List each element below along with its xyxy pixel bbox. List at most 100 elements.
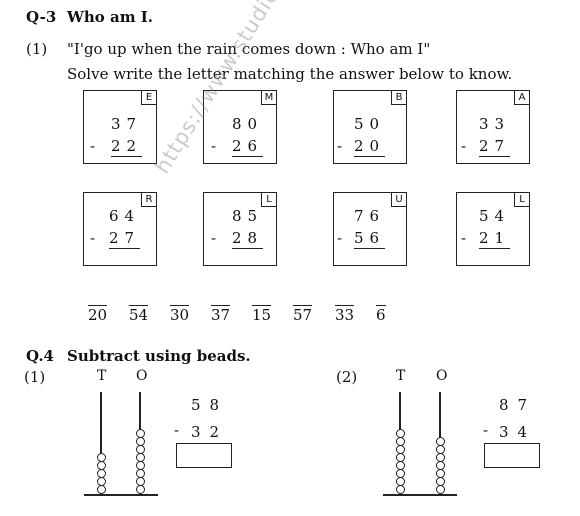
q4-number: Q.4	[26, 347, 54, 365]
card-minus: -	[211, 137, 217, 155]
card-letter: R	[141, 192, 157, 207]
q4-part-label: (2)	[336, 368, 358, 386]
q4-part-label: (1)	[24, 368, 46, 386]
bead	[395, 461, 405, 470]
card-minus: -	[337, 229, 343, 247]
answer-slot: 30	[170, 305, 190, 324]
card-letter: E	[141, 90, 157, 105]
answer-slot: 54	[129, 305, 149, 324]
card-letter: A	[514, 90, 530, 105]
card-top-number: 76	[354, 207, 386, 225]
card-bottom-number: 27	[479, 137, 511, 157]
card-top-number: 85	[232, 207, 264, 225]
card-top-number: 54	[479, 207, 511, 225]
bead	[435, 461, 445, 470]
q3-item-label: (1)	[26, 40, 48, 58]
card-letter: L	[514, 192, 530, 207]
bead	[395, 469, 405, 478]
q4-title: Subtract using beads.	[67, 347, 251, 365]
bead	[435, 445, 445, 454]
tens-label: T	[396, 368, 406, 384]
bead	[135, 453, 145, 462]
subtraction-card: U 76 - 56	[333, 192, 407, 266]
answer-slot: 57	[293, 305, 313, 324]
answer-box[interactable]	[484, 443, 540, 468]
abacus-base	[84, 494, 158, 496]
answer-box[interactable]	[176, 443, 232, 468]
answer-slot: 20	[88, 305, 108, 324]
subtraction-card: L 85 - 28	[203, 192, 277, 266]
subtrahend-bottom: 32	[191, 423, 229, 441]
minus-sign: -	[174, 421, 180, 439]
bead	[135, 477, 145, 486]
bead	[135, 429, 145, 438]
card-minus: -	[461, 229, 467, 247]
subtrahend-top: 58	[191, 396, 229, 414]
ones-label: O	[436, 368, 448, 384]
subtraction-card: B 50 - 20	[333, 90, 407, 164]
bead	[96, 453, 106, 462]
q3-riddle: "I'go up when the rain comes down : Who …	[67, 40, 431, 58]
card-minus: -	[461, 137, 467, 155]
card-letter: L	[261, 192, 277, 207]
bead	[435, 437, 445, 446]
bead	[96, 461, 106, 470]
bead	[435, 485, 445, 494]
subtraction-card: L 54 - 21	[456, 192, 530, 266]
ones-label: O	[136, 368, 148, 384]
bead	[96, 485, 106, 494]
card-letter: B	[391, 90, 407, 105]
card-bottom-number: 22	[111, 137, 143, 157]
answer-slot: 6	[376, 305, 386, 324]
card-letter: U	[391, 192, 407, 207]
minus-sign: -	[483, 421, 489, 439]
card-minus: -	[211, 229, 217, 247]
card-minus: -	[90, 137, 96, 155]
subtrahend-top: 87	[499, 396, 537, 414]
bead	[135, 445, 145, 454]
bead	[435, 477, 445, 486]
card-bottom-number: 56	[354, 229, 386, 249]
card-bottom-number: 20	[354, 137, 386, 157]
subtraction-card: E 37 - 22	[83, 90, 157, 164]
card-bottom-number: 27	[109, 229, 141, 249]
card-top-number: 50	[354, 115, 386, 133]
answer-slot: 37	[211, 305, 231, 324]
bead	[435, 453, 445, 462]
q3-title: Who am I.	[67, 8, 154, 26]
card-top-number: 64	[109, 207, 141, 225]
q3-number: Q-3	[26, 8, 57, 26]
card-minus: -	[337, 137, 343, 155]
subtrahend-bottom: 34	[499, 423, 537, 441]
q3-instruction: Solve write the letter matching the answ…	[67, 65, 513, 83]
bead	[135, 437, 145, 446]
card-bottom-number: 28	[232, 229, 264, 249]
card-bottom-number: 26	[232, 137, 264, 157]
bead	[395, 485, 405, 494]
bead	[395, 453, 405, 462]
tens-rod	[100, 392, 102, 494]
bead	[435, 469, 445, 478]
card-top-number: 80	[232, 115, 264, 133]
bead	[395, 445, 405, 454]
card-top-number: 33	[479, 115, 511, 133]
answer-slot: 15	[252, 305, 272, 324]
abacus-base	[383, 494, 457, 496]
bead	[135, 469, 145, 478]
card-top-number: 37	[111, 115, 143, 133]
card-minus: -	[90, 229, 96, 247]
bead	[395, 437, 405, 446]
card-bottom-number: 21	[479, 229, 511, 249]
subtraction-card: A 33 - 27	[456, 90, 530, 164]
bead	[135, 485, 145, 494]
bead	[96, 469, 106, 478]
answer-slot: 33	[335, 305, 355, 324]
subtraction-card: R 64 - 27	[83, 192, 157, 266]
bead	[395, 429, 405, 438]
bead	[96, 477, 106, 486]
card-letter: M	[261, 90, 277, 105]
subtraction-card: M 80 - 26	[203, 90, 277, 164]
bead	[395, 477, 405, 486]
bead	[135, 461, 145, 470]
tens-label: T	[97, 368, 107, 384]
